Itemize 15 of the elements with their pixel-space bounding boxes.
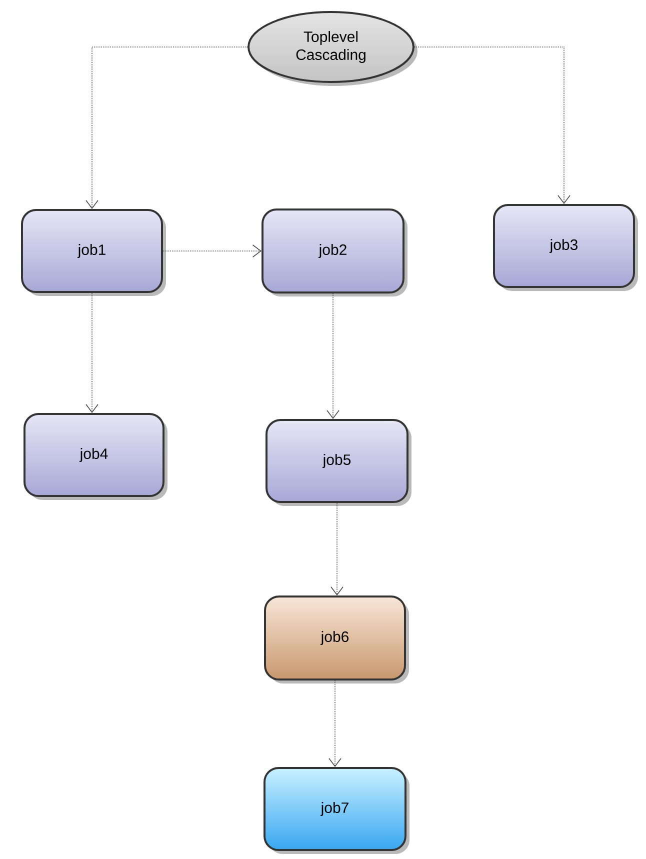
arrow: [326, 293, 340, 419]
arrow: [86, 46, 248, 209]
arrow: [86, 292, 98, 413]
ellipse-node: Toplevel Cascading: [248, 11, 418, 86]
job-box: job6: [264, 596, 409, 684]
job-box: job7: [264, 767, 410, 854]
job-box: job4: [24, 413, 168, 500]
arrow: [330, 502, 344, 596]
arrow: [162, 244, 262, 258]
arrow: [328, 680, 342, 767]
arrow: [414, 46, 570, 204]
job-box: job3: [493, 204, 638, 291]
job-box: job1: [21, 209, 166, 296]
job-box: job5: [266, 419, 412, 506]
job-box: job2: [262, 208, 408, 296]
